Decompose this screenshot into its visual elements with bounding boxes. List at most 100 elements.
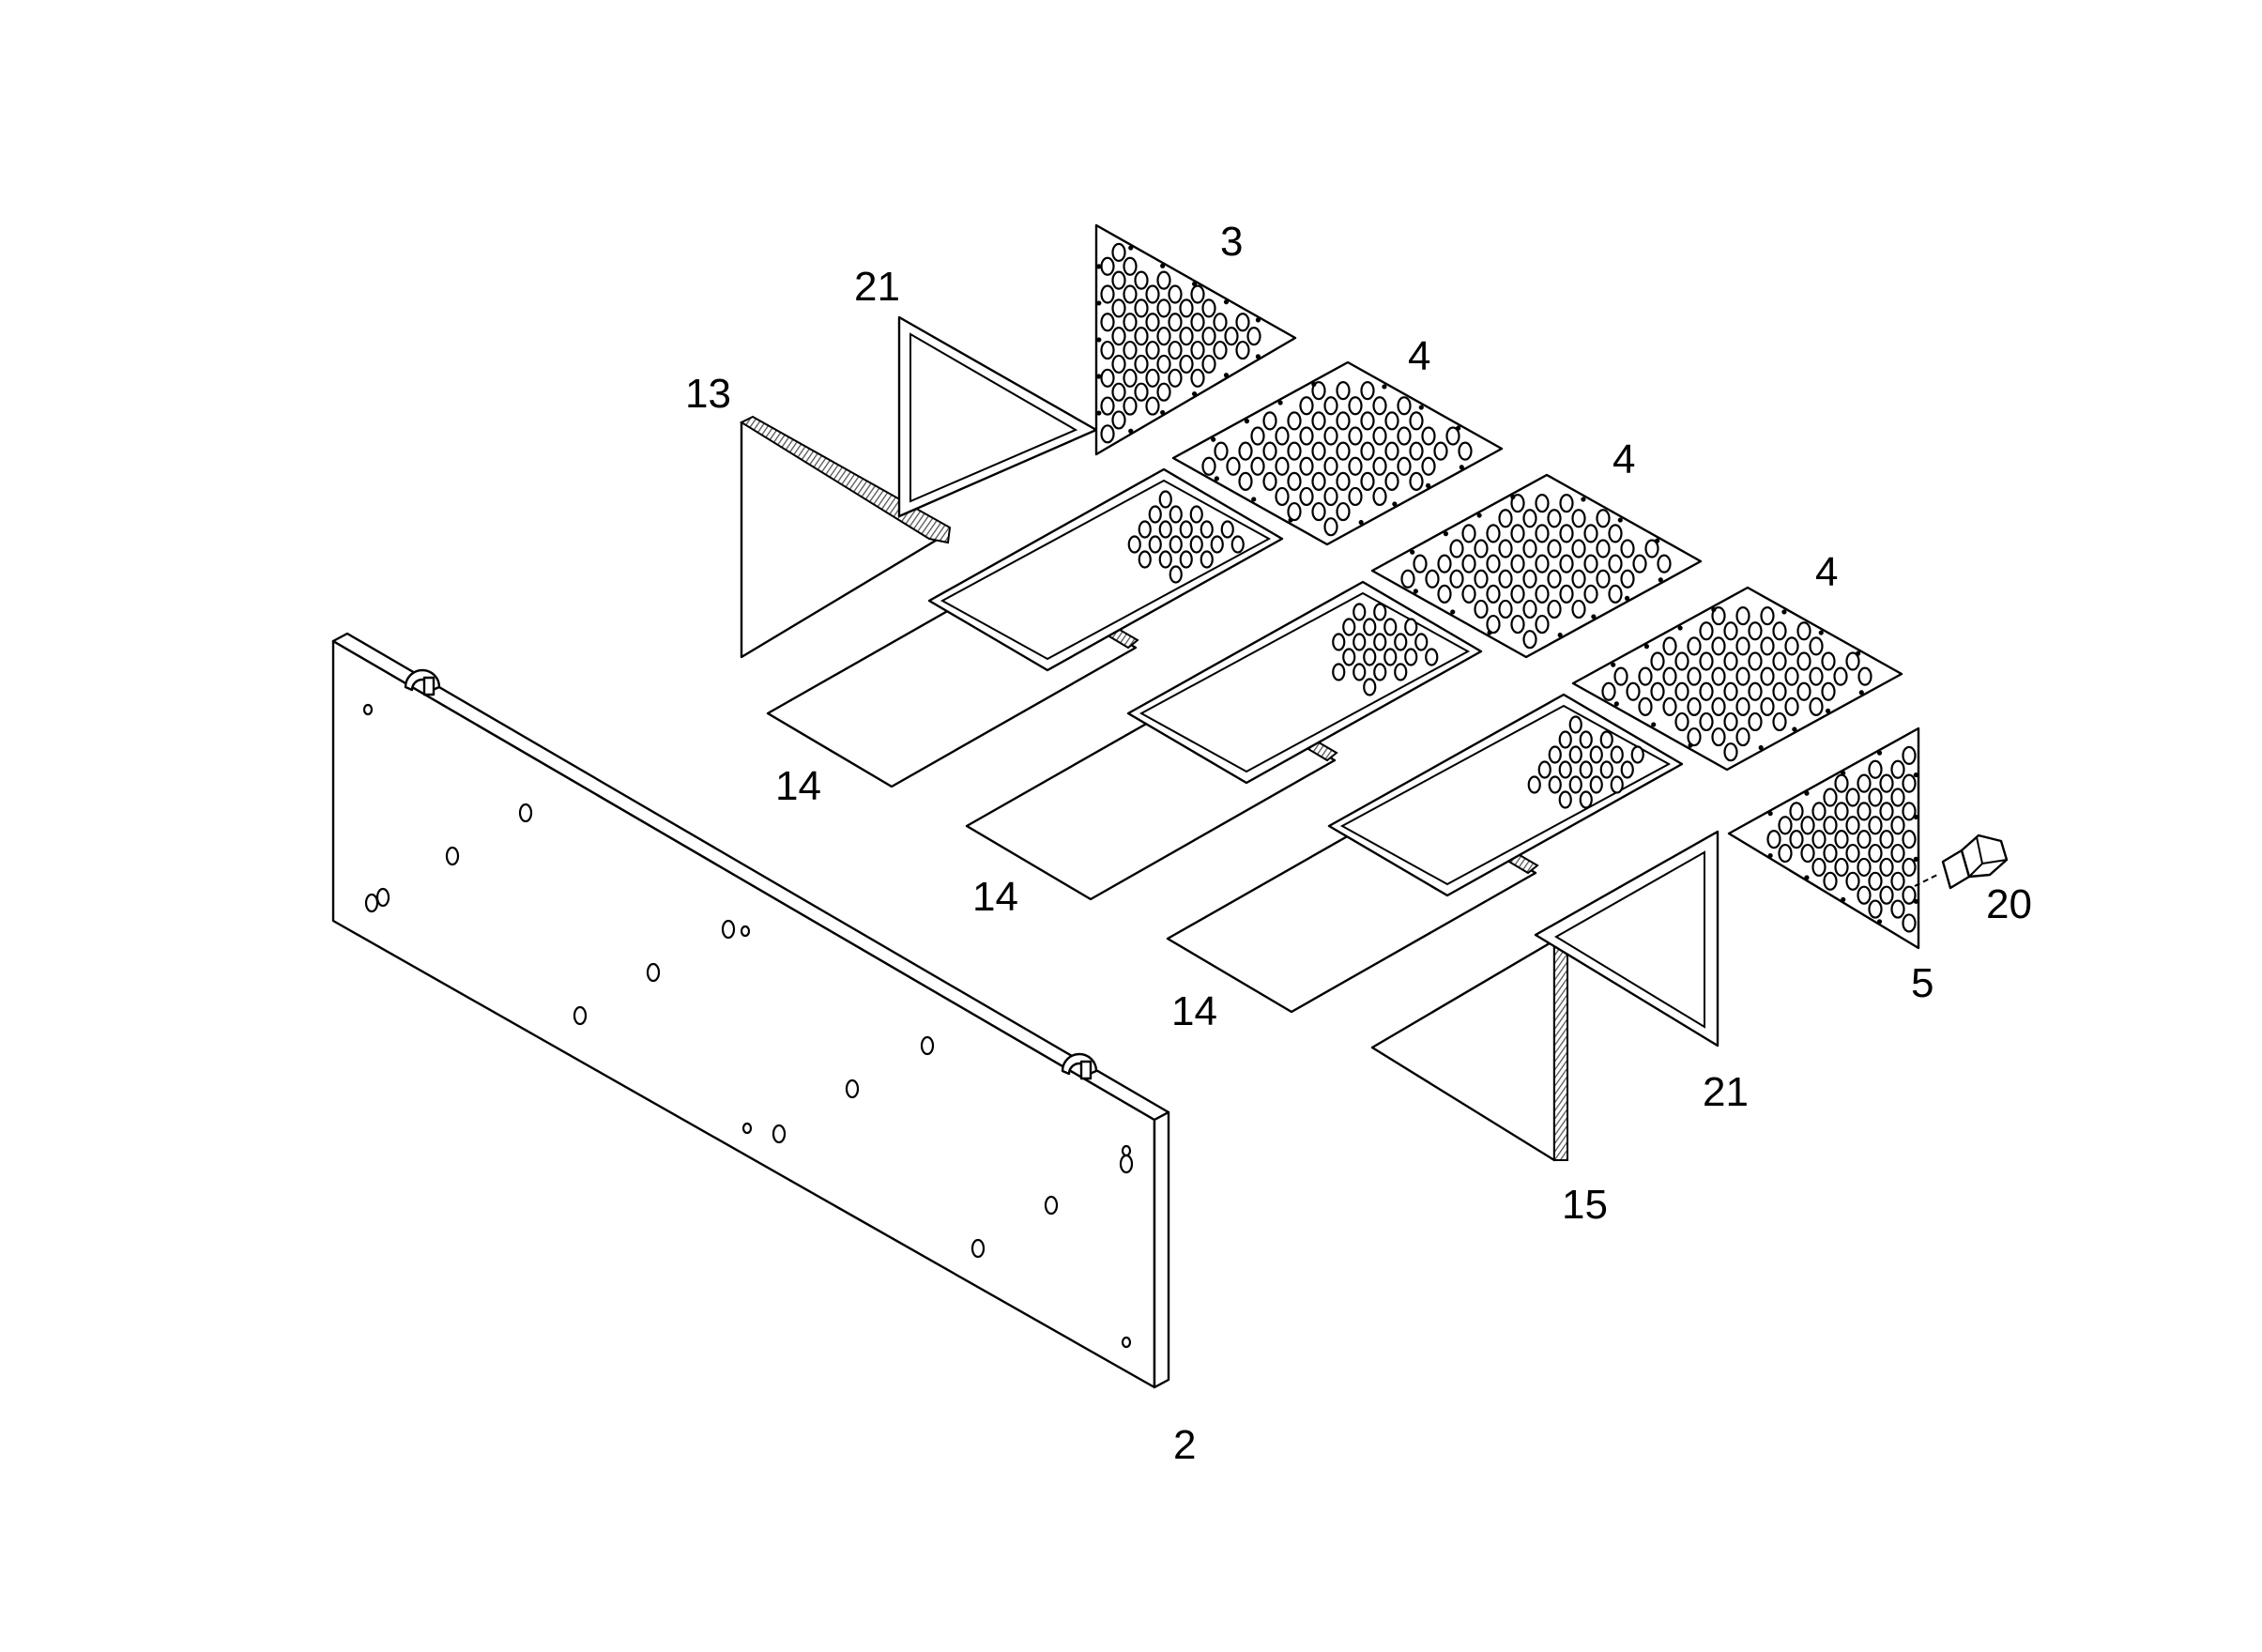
- hole: [1474, 599, 1489, 620]
- rivet-dot: [1277, 400, 1283, 405]
- hole: [1287, 411, 1302, 431]
- hole: [1111, 270, 1126, 290]
- hole: [1323, 486, 1338, 507]
- hole: [1735, 636, 1750, 656]
- hole: [1332, 663, 1346, 681]
- hole: [1857, 666, 1872, 686]
- hole: [1213, 340, 1228, 360]
- hole: [1748, 621, 1763, 641]
- hole: [1630, 745, 1644, 764]
- hole: [1158, 550, 1172, 569]
- rivet-dot: [1459, 465, 1464, 470]
- hole: [1510, 524, 1525, 543]
- rivet-dot: [1244, 419, 1250, 424]
- hole: [1833, 666, 1848, 686]
- hole: [1845, 871, 1860, 891]
- hole: [1123, 284, 1138, 304]
- hole: [1373, 633, 1387, 651]
- perforation-holes: [1527, 606, 1872, 809]
- hole: [1461, 584, 1476, 604]
- hole: [1735, 727, 1750, 747]
- hole: [1373, 603, 1387, 621]
- hole: [1250, 426, 1265, 446]
- rivet-dot: [1096, 374, 1102, 379]
- end-plate-part-13: [739, 415, 952, 659]
- hole: [1332, 633, 1346, 651]
- hole: [1687, 666, 1702, 686]
- hole: [1437, 554, 1452, 574]
- hole: [1235, 313, 1250, 332]
- hole: [1311, 381, 1326, 401]
- hole: [1800, 816, 1815, 835]
- hole: [971, 1238, 986, 1259]
- hole: [1336, 441, 1351, 461]
- hole: [741, 1122, 753, 1135]
- rivet-dot: [1876, 750, 1883, 756]
- hole: [1210, 535, 1224, 554]
- hole: [1748, 681, 1763, 701]
- hole: [1784, 696, 1799, 716]
- hole: [1201, 327, 1216, 346]
- hole: [1868, 816, 1883, 835]
- hole: [1834, 802, 1849, 821]
- hole: [1638, 696, 1653, 716]
- hole: [1168, 340, 1183, 360]
- rivet-dot: [1413, 589, 1418, 594]
- hole: [1879, 857, 1894, 878]
- hole: [1134, 298, 1149, 318]
- hole: [1100, 256, 1115, 276]
- hole: [1323, 456, 1338, 476]
- hole: [1890, 871, 1905, 891]
- hole: [1748, 651, 1763, 671]
- lifting-lug-right: [1061, 1052, 1098, 1080]
- hole: [1535, 614, 1550, 635]
- hole: [1823, 843, 1838, 864]
- hole: [1800, 843, 1815, 864]
- hole: [1100, 424, 1115, 444]
- hole: [1169, 505, 1183, 524]
- hole: [1342, 618, 1356, 636]
- rivet-dot: [1591, 614, 1597, 620]
- hole: [1100, 396, 1115, 416]
- hole: [1158, 520, 1172, 539]
- perforation-holes: [1127, 381, 1473, 584]
- hole: [1879, 830, 1894, 849]
- callout-4-c: 4: [1815, 549, 1838, 595]
- rivet-dot: [1913, 898, 1918, 904]
- hole: [1723, 711, 1738, 732]
- hole: [1608, 524, 1623, 543]
- hole: [1608, 554, 1623, 574]
- hole: [1674, 651, 1689, 671]
- hole: [1579, 790, 1593, 809]
- hole: [1559, 494, 1574, 513]
- hole: [1823, 788, 1838, 807]
- hole: [1890, 759, 1905, 779]
- hole: [1620, 760, 1634, 779]
- hole: [1834, 857, 1849, 878]
- end-plate-part-15: [1370, 934, 1568, 1162]
- hole: [1748, 711, 1763, 732]
- rivet-dot: [1767, 852, 1773, 859]
- hole: [1384, 441, 1399, 461]
- callout-20: 20: [1986, 881, 2032, 927]
- hole: [1372, 396, 1387, 416]
- hole: [1275, 486, 1290, 507]
- hole: [1809, 636, 1824, 656]
- perforation-holes: [1766, 745, 1918, 933]
- callout-13: 13: [685, 371, 731, 417]
- rivet-dot: [1096, 264, 1102, 269]
- hole: [1421, 426, 1436, 446]
- hole: [1413, 554, 1428, 574]
- hole: [1868, 843, 1883, 864]
- hole: [1811, 802, 1826, 821]
- hole: [1610, 745, 1624, 764]
- hole: [1535, 494, 1550, 513]
- hole: [1214, 441, 1229, 461]
- rivet-dot: [1410, 549, 1415, 555]
- hole: [1372, 456, 1387, 476]
- hole: [1789, 802, 1804, 821]
- rivet-dot: [1876, 919, 1883, 925]
- hole: [1778, 843, 1793, 864]
- rivet-dot: [1613, 701, 1619, 707]
